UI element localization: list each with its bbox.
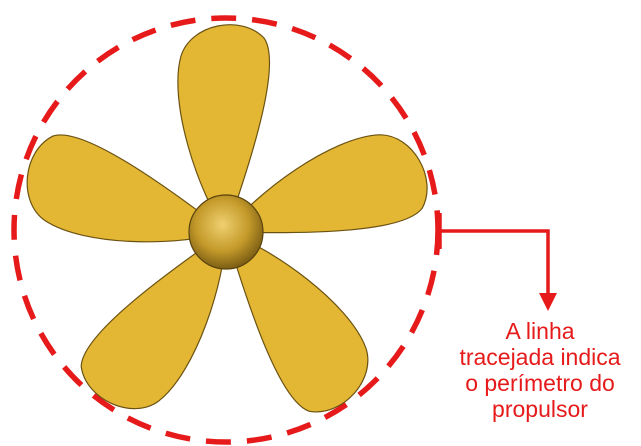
- annotation-line: propulsor: [440, 396, 640, 422]
- propeller-hub: [189, 195, 263, 269]
- annotation-arrow: [440, 213, 548, 296]
- perimeter-annotation: A linha tracejada indica o perímetro do …: [440, 318, 640, 422]
- annotation-line: tracejada indica: [440, 344, 640, 370]
- arrow-head: [539, 293, 557, 311]
- annotation-line: o perímetro do: [440, 370, 640, 396]
- annotation-line: A linha: [440, 318, 640, 344]
